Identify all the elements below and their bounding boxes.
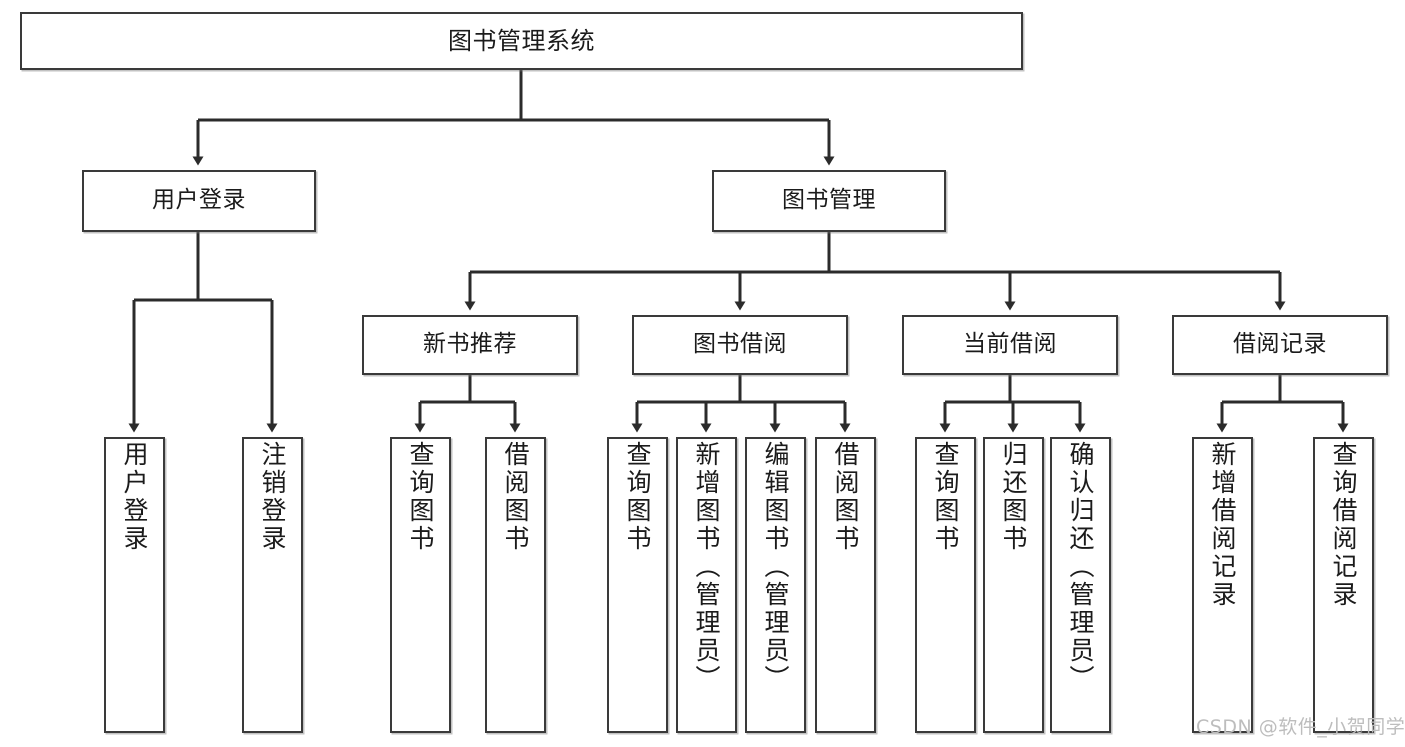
leaf-borrow-record-query[interactable]: 查询借阅记录 (1313, 437, 1374, 733)
node-label: 编辑图书（管理员） (761, 441, 790, 693)
leaf-user-login-signin[interactable]: 用户登录 (104, 437, 165, 733)
node-label: 用户登录 (152, 187, 246, 214)
leaf-borrow-record-add[interactable]: 新增借阅记录 (1192, 437, 1253, 733)
node-label: 借阅图书 (501, 441, 530, 553)
leaf-user-login-signout[interactable]: 注销登录 (242, 437, 303, 733)
leaf-book-borrow-query[interactable]: 查询图书 (607, 437, 668, 733)
leaf-current-borrow-confirm-return[interactable]: 确认归还（管理员） (1050, 437, 1111, 733)
node-label: 图书管理 (782, 187, 876, 214)
leaf-current-borrow-return[interactable]: 归还图书 (983, 437, 1044, 733)
node-user-login[interactable]: 用户登录 (82, 170, 316, 232)
node-label: 新增借阅记录 (1208, 441, 1237, 609)
watermark: CSDN @软件_小贺同学 (1196, 716, 1405, 738)
node-label: 查询图书 (623, 441, 652, 553)
node-label: 当前借阅 (963, 331, 1057, 358)
node-label: 查询图书 (931, 441, 960, 553)
node-label: 新增图书（管理员） (692, 441, 721, 693)
node-label: 图书借阅 (693, 331, 787, 358)
node-label: 图书管理系统 (448, 26, 595, 55)
node-label: 借阅图书 (831, 441, 860, 553)
node-root-book-management-system[interactable]: 图书管理系统 (20, 12, 1023, 70)
node-label: 用户登录 (120, 441, 149, 553)
leaf-book-borrow-edit[interactable]: 编辑图书（管理员） (745, 437, 806, 733)
node-label: 确认归还（管理员） (1066, 441, 1095, 693)
node-label: 新书推荐 (423, 331, 517, 358)
node-label: 查询借阅记录 (1329, 441, 1358, 609)
node-label: 归还图书 (999, 441, 1028, 553)
node-label: 注销登录 (258, 441, 287, 553)
node-label: 查询图书 (406, 441, 435, 553)
leaf-book-borrow-add[interactable]: 新增图书（管理员） (676, 437, 737, 733)
leaf-new-book-query[interactable]: 查询图书 (390, 437, 451, 733)
leaf-new-book-borrow[interactable]: 借阅图书 (485, 437, 546, 733)
node-current-borrow[interactable]: 当前借阅 (902, 315, 1118, 375)
node-book-borrow[interactable]: 图书借阅 (632, 315, 848, 375)
leaf-book-borrow-lend[interactable]: 借阅图书 (815, 437, 876, 733)
node-new-book-recommend[interactable]: 新书推荐 (362, 315, 578, 375)
node-book-management[interactable]: 图书管理 (712, 170, 946, 232)
leaf-current-borrow-query[interactable]: 查询图书 (915, 437, 976, 733)
node-borrow-record[interactable]: 借阅记录 (1172, 315, 1388, 375)
node-label: 借阅记录 (1233, 331, 1327, 358)
